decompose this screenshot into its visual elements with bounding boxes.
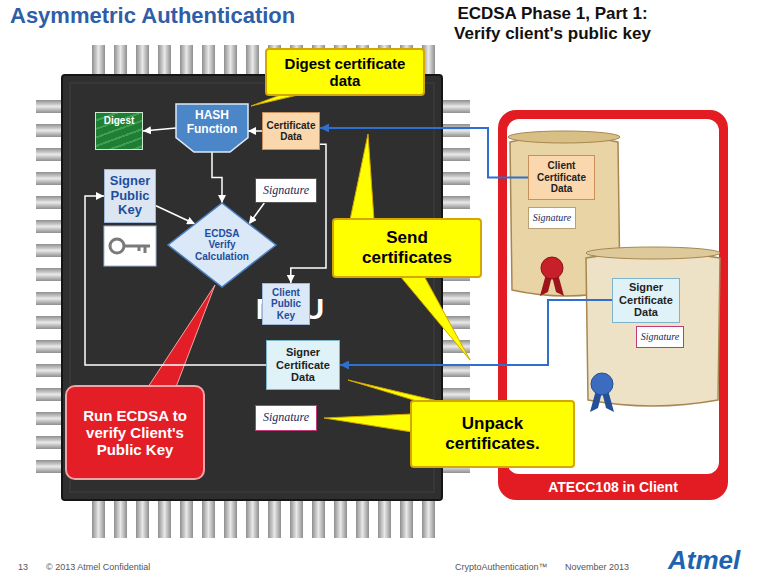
key-picture-frame <box>104 226 156 266</box>
flow-arrow <box>320 128 528 178</box>
shape-fill <box>176 104 248 152</box>
node-label: Signer Public Key <box>107 174 153 219</box>
date-note: November 2013 <box>565 562 629 572</box>
flow-arrow <box>156 206 195 224</box>
signature-text: Signature <box>639 331 681 343</box>
scroll-curl <box>508 131 620 143</box>
node-label: ECDSA Verify Calculation <box>193 228 251 263</box>
flow-arrow <box>212 152 222 203</box>
hash-function: HASH Function <box>176 104 248 152</box>
node-label: Run ECDSA to verify Client's Public Key <box>73 407 197 459</box>
chip-pins-bottom <box>92 498 435 538</box>
node-label: Digest certificate data <box>273 55 417 90</box>
slide-title: Asymmetric Authentication <box>10 3 295 28</box>
slide-subtitle: ECDSA Phase 1, Part 1: Verify client's p… <box>440 4 665 43</box>
signer-certificate-data-box: Signer Certificate Data <box>612 278 680 323</box>
signer-certificate-data-box: Signer Certificate Data <box>266 340 340 390</box>
copyright-note: © 2013 Atmel Confidential <box>46 562 150 572</box>
callout-box: Unpack certificates. <box>410 400 575 468</box>
key-blade <box>124 246 150 253</box>
digest-box: Digest <box>95 112 143 150</box>
flow-arrow <box>249 203 264 224</box>
flow-arrow <box>291 144 326 283</box>
node-label: Send certificates <box>342 228 472 267</box>
certificate-data-box: Certificate Data <box>262 112 320 150</box>
key-bow <box>110 239 124 253</box>
signature-box: Signature <box>255 405 317 431</box>
client-public-key-box: Client Public Key <box>262 283 310 325</box>
signer-public-key-box: Signer Public Key <box>104 169 156 223</box>
scroll-curl <box>586 247 720 259</box>
company-logo: Atmel <box>668 546 740 576</box>
signature-box: Signature <box>528 207 576 229</box>
node-label: Signer Certificate Data <box>270 346 336 384</box>
callout-pointer <box>348 380 442 402</box>
signature-text: Signature <box>259 411 313 425</box>
node-label: Unpack certificates. <box>420 414 565 453</box>
chip-body <box>62 75 442 500</box>
flow-arrow <box>248 130 262 132</box>
page-number: 13 <box>18 562 28 572</box>
callout-box: Send certificates <box>332 218 482 278</box>
wax-seal <box>591 373 613 395</box>
callout-box: Digest certificate data <box>265 48 425 96</box>
certificate-scroll <box>586 252 720 406</box>
ecdsa-verify-diamond: ECDSA Verify Calculation <box>168 203 276 287</box>
signature-text: Signature <box>531 212 573 224</box>
wax-seal <box>541 257 563 279</box>
callout-box: Run ECDSA to verify Client's Public Key <box>65 385 205 480</box>
device-label: ATECC108 in Client <box>498 479 728 495</box>
node-label: Signer Certificate Data <box>616 281 676 319</box>
callout-pointer <box>148 285 215 387</box>
signature-box: Signature <box>255 178 317 203</box>
chip-pins-left <box>36 100 64 473</box>
node-label: Client Public Key <box>266 287 306 322</box>
callout-pointer <box>350 134 374 220</box>
node-label: HASH Function <box>178 109 246 137</box>
node-label: Digest <box>98 115 140 127</box>
flow-arrow <box>340 300 612 365</box>
signature-text: Signature <box>259 184 313 198</box>
callout-pointer <box>324 414 412 432</box>
chip-inner-edge <box>70 83 434 492</box>
client-certificate-data-box: Client Certificate Data <box>528 155 595 200</box>
node-label: Certificate Data <box>265 120 317 143</box>
callout-pointer <box>400 276 470 360</box>
signature-box: Signature <box>636 326 684 348</box>
product-name: CryptoAuthentication™ <box>455 562 548 572</box>
shape-fill <box>168 203 276 287</box>
flow-arrow <box>143 128 176 131</box>
node-label: Client Certificate Data <box>532 160 591 195</box>
